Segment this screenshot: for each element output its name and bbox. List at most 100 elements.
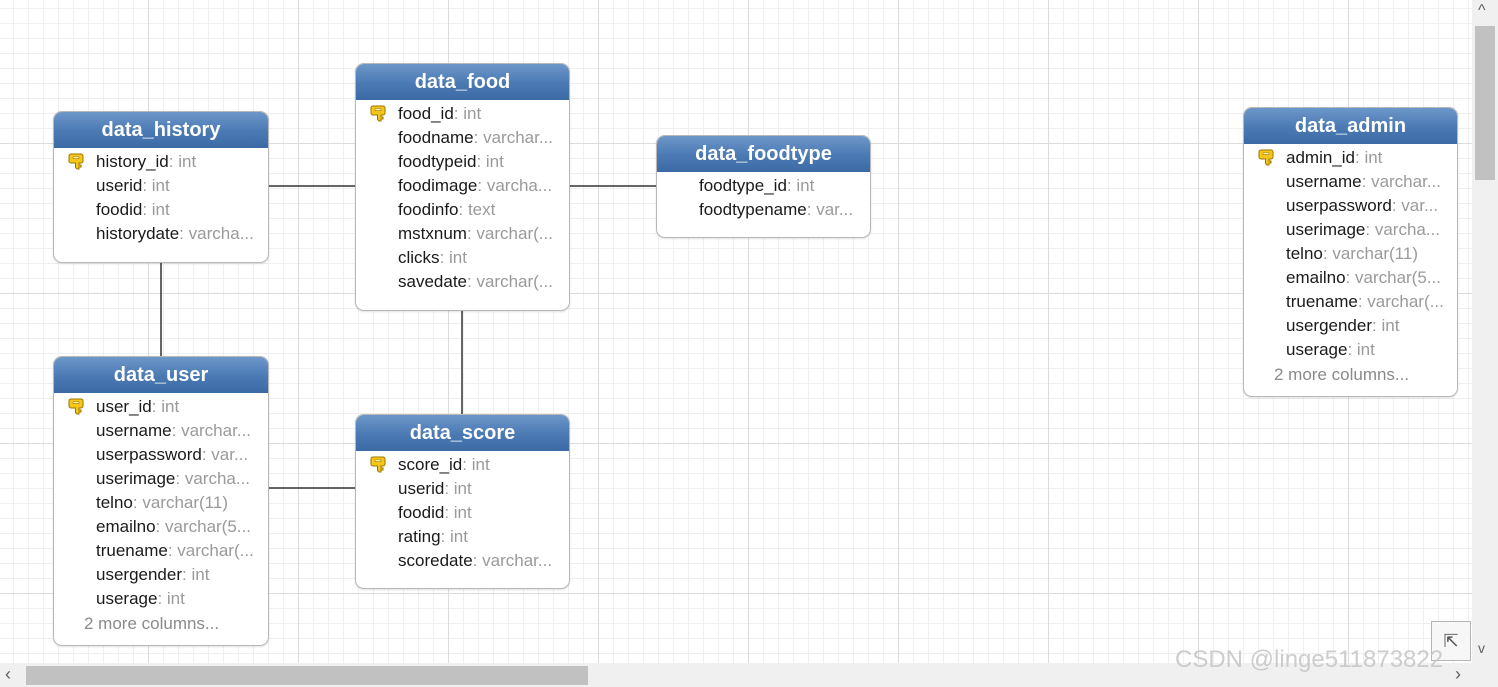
scrollbar-corner [1472,663,1498,687]
key-icon [370,105,386,124]
column-type-separator: : [1365,220,1375,239]
column-type: int [485,152,504,171]
column-type-separator: : [182,565,192,584]
scroll-right-arrow-icon[interactable]: › [1455,664,1461,684]
more-columns-link[interactable]: 2 more columns... [1274,365,1410,384]
column-row[interactable]: foodid: int [356,501,569,525]
column-name: rating [398,527,441,546]
column-row[interactable]: userid: int [54,174,268,198]
column-type-separator: : [155,517,165,536]
column-name: userimage [96,469,176,488]
vertical-scrollbar-thumb[interactable] [1475,26,1495,180]
column-row[interactable]: userpassword: var... [54,443,268,467]
column-row[interactable]: clicks: int [356,246,569,270]
column-row[interactable]: scoredate: varchar... [356,549,569,573]
column-row[interactable]: foodimage: varcha... [356,174,569,198]
column-row[interactable]: userage: int [54,587,268,611]
table-title[interactable]: data_history [54,112,268,148]
column-type: int [1364,148,1383,167]
column-row[interactable]: userimage: varcha... [54,467,268,491]
table-title[interactable]: data_score [356,415,569,451]
column-name: historydate [96,224,180,243]
column-type-separator: : [171,421,182,440]
column-name: savedate [398,272,467,291]
column-name: userpassword [96,445,202,464]
column-row[interactable]: telno: varchar(11) [1244,242,1457,266]
column-name: mstxnum [398,224,467,243]
column-row[interactable]: food_id: int [356,102,569,126]
column-row[interactable]: rating: int [356,525,569,549]
column-row[interactable]: foodtypename: var... [657,198,870,222]
column-type: int [449,527,468,546]
column-row[interactable]: usergender: int [54,563,268,587]
column-row[interactable]: foodtype_id: int [657,174,870,198]
column-row[interactable]: usergender: int [1244,314,1457,338]
column-type-separator: : [167,541,178,560]
column-name: foodid [398,503,445,522]
column-row[interactable]: mstxnum: varchar(... [356,222,569,246]
column-type-separator: : [467,272,477,291]
column-type-separator: : [142,200,152,219]
scroll-left-arrow-icon[interactable]: ‹ [5,664,11,684]
column-row[interactable]: historydate: varcha... [54,222,268,246]
column-row[interactable]: userage: int [1244,338,1457,362]
column-row[interactable]: user_id: int [54,395,268,419]
column-row[interactable]: emailno: varchar(5... [54,515,268,539]
table-title[interactable]: data_foodtype [657,136,870,172]
column-row[interactable]: telno: varchar(11) [54,491,268,515]
column-type: text [467,200,496,219]
column-type-separator: : [458,200,468,219]
column-row[interactable]: foodname: varchar... [356,126,569,150]
column-row[interactable]: username: varchar... [1244,170,1457,194]
column-type: varchar(5... [1355,268,1441,287]
column-name: foodtypeid [398,152,477,171]
column-type-separator: : [142,176,152,195]
column-name: foodimage [398,176,478,195]
column-row[interactable]: admin_id: int [1244,146,1457,170]
column-type-separator: : [1347,340,1357,359]
column-name: admin_id [1286,148,1355,167]
column-type-separator: : [477,176,487,195]
column-row[interactable]: userid: int [356,477,569,501]
column-type: int [166,589,185,608]
column-row[interactable]: foodinfo: text [356,198,569,222]
column-name: userid [398,479,445,498]
column-name: usergender [96,565,183,584]
column-row[interactable]: username: varchar... [54,419,268,443]
column-type-separator: : [453,104,464,123]
column-row[interactable]: emailno: varchar(5... [1244,266,1457,290]
column-row[interactable]: truename: varchar(... [54,539,268,563]
more-columns-link[interactable]: 2 more columns... [84,614,220,633]
column-row[interactable]: history_id: int [54,150,268,174]
column-type: int [1356,340,1375,359]
scroll-down-arrow-icon[interactable]: v [1478,640,1485,656]
column-row[interactable]: truename: varchar(... [1244,290,1457,314]
column-row[interactable]: foodtypeid: int [356,150,569,174]
column-row[interactable]: userpassword: var... [1244,194,1457,218]
column-row[interactable]: score_id: int [356,453,569,477]
column-row[interactable]: foodid: int [54,198,268,222]
column-type: var... [1401,196,1439,215]
column-type: int [151,176,170,195]
column-type-separator: : [1345,268,1355,287]
table-title[interactable]: data_user [54,357,268,393]
column-row[interactable]: userimage: varcha... [1244,218,1457,242]
table-title[interactable]: data_admin [1244,108,1457,144]
horizontal-scrollbar-thumb[interactable] [26,666,588,685]
table-title[interactable]: data_food [356,64,569,100]
scroll-up-arrow-icon[interactable]: ^ [1478,2,1486,19]
column-name: user_id [96,397,152,416]
overview-toggle-button[interactable]: ⇱ [1431,621,1471,661]
column-type-separator: : [132,493,143,512]
column-row[interactable]: savedate: varchar(... [356,270,569,294]
